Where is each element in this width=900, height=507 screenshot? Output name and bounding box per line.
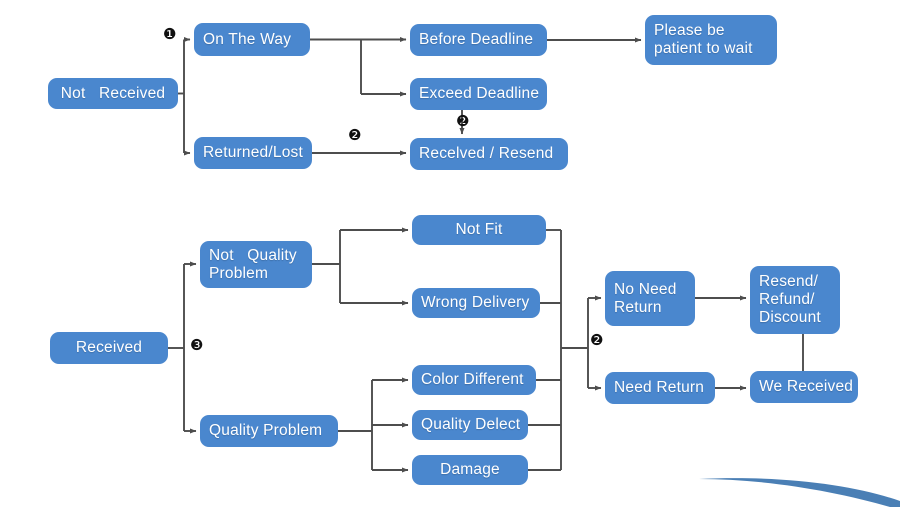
node-received[interactable]: Received <box>50 332 168 364</box>
step-marker-2-return-split-icon: ❷ <box>590 331 604 349</box>
node-returned-lost[interactable]: Returned/Lost <box>194 137 312 169</box>
node-quality-delect[interactable]: Quality Delect <box>412 410 528 440</box>
step-marker-3-icon: ❸ <box>190 336 204 354</box>
node-exceed-deadline[interactable]: Exceed Deadline <box>410 78 547 110</box>
step-marker-2-returned-lost-icon: ❷ <box>348 126 362 144</box>
node-we-received[interactable]: We Received <box>750 371 858 403</box>
node-please-be-patient[interactable]: Please be patient to wait <box>645 15 777 65</box>
node-on-the-way[interactable]: On The Way <box>194 23 310 56</box>
node-not-received[interactable]: Not Received <box>48 78 178 109</box>
step-marker-1-icon: ❶ <box>163 25 177 43</box>
node-resend-refund-discount[interactable]: Resend/ Refund/ Discount <box>750 266 840 334</box>
node-received-resend[interactable]: Recelved / Resend <box>410 138 568 170</box>
node-quality-problem[interactable]: Quality Problem <box>200 415 338 447</box>
node-need-return[interactable]: Need Return <box>605 372 715 404</box>
node-color-different[interactable]: Color Different <box>412 365 536 395</box>
node-before-deadline[interactable]: Before Deadline <box>410 24 547 56</box>
step-marker-2-exceed-deadline-icon: ❷ <box>456 112 470 130</box>
node-not-fit[interactable]: Not Fit <box>412 215 546 245</box>
node-wrong-delivery[interactable]: Wrong Delivery <box>412 288 540 318</box>
node-no-need-return[interactable]: No Need Return <box>605 271 695 326</box>
node-not-quality-problem[interactable]: Not Quality Problem <box>200 241 312 288</box>
node-damage[interactable]: Damage <box>412 455 528 485</box>
